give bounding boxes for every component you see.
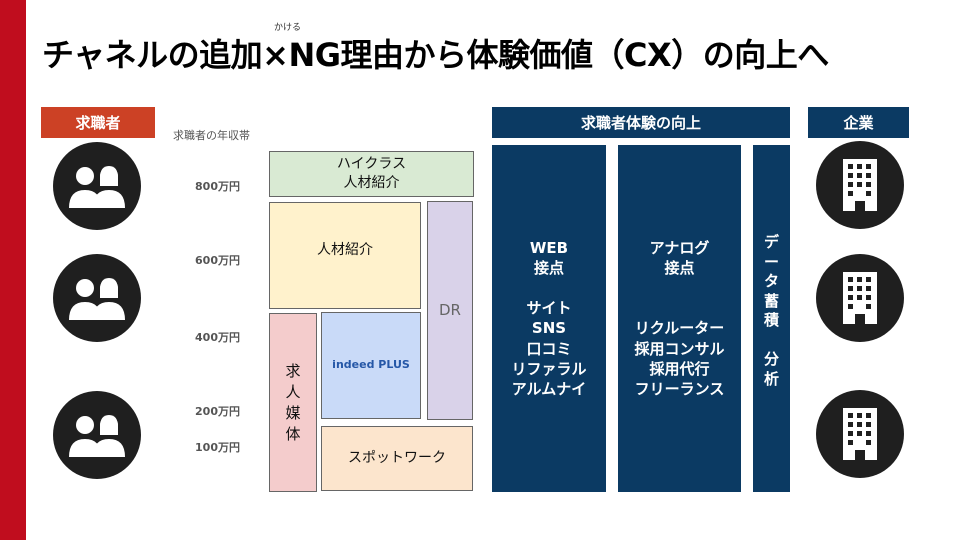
page-title: チャネルの追加×NG理由から体験価値（CX）の向上へ (42, 36, 829, 74)
title-ruby: かける (274, 23, 302, 33)
salary-400: 400万円 (195, 331, 240, 344)
building-icon (816, 254, 904, 342)
seeker-header: 求職者 (41, 107, 155, 138)
web-title: WEB 接点 (529, 238, 569, 277)
indeed-plus-logo: indeed PLUS (332, 358, 410, 372)
salary-200: 200万円 (195, 405, 240, 418)
data-analysis-label: デ ー タ 蓄 積 分 析 (763, 233, 779, 388)
people-icon (53, 254, 141, 342)
corporate-header: 企業 (808, 107, 909, 138)
building-icon (816, 390, 904, 478)
accent-bar (0, 0, 26, 540)
job-media-box: 求 人 媒 体 (269, 313, 317, 492)
web-items: サイト SNS 口コミ リファラル アルムナイ (511, 299, 587, 399)
people-icon (53, 142, 141, 230)
salary-100: 100万円 (195, 441, 240, 454)
indeed-plus-box: indeed PLUS (321, 312, 421, 419)
analog-items: リクルーター 採用コンサル 採用代行 フリーランス (634, 319, 725, 398)
highclass-agency-box: ハイクラス 人材紹介 (269, 151, 474, 197)
data-analysis-column: デ ー タ 蓄 積 分 析 (753, 145, 790, 492)
cx-header: 求職者体験の向上 (492, 107, 790, 138)
people-icon (53, 391, 141, 479)
web-touchpoint-column: WEB 接点 サイト SNS 口コミ リファラル アルムナイ (492, 145, 606, 492)
spot-work-box: スポットワーク (321, 426, 473, 491)
analog-title: アナログ 接点 (649, 238, 710, 277)
analog-touchpoint-column: アナログ 接点 リクルーター 採用コンサル 採用代行 フリーランス (618, 145, 741, 492)
agency-box: 人材紹介 (269, 202, 421, 309)
salary-600: 600万円 (195, 254, 240, 267)
building-icon (816, 141, 904, 229)
income-label: 求職者の年収帯 (173, 129, 250, 142)
dr-box: DR (427, 201, 473, 420)
salary-800: 800万円 (195, 180, 240, 193)
